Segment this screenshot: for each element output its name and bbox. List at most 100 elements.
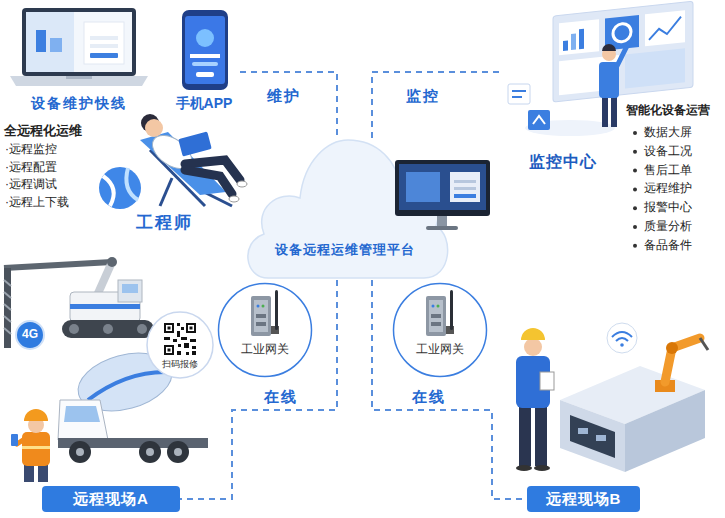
gateway-circle: 工业网关 <box>217 282 313 378</box>
machine-illustration <box>570 415 615 458</box>
laptop-illustration <box>90 36 118 40</box>
list-bullet <box>633 244 637 248</box>
engineer-illustration <box>237 181 247 187</box>
qr-code-symbol <box>177 331 180 337</box>
drill-rig-illustration <box>137 324 147 334</box>
dashboard-illustration <box>508 84 530 104</box>
qr-code-symbol <box>164 345 174 355</box>
badge-4g <box>16 321 44 349</box>
mixer-truck-illustration <box>139 441 161 463</box>
node-label: 设备维护快线 <box>31 95 127 113</box>
mixer-truck-illustration <box>174 448 182 456</box>
gateway-device-icon <box>251 296 271 336</box>
dashboard-illustration <box>563 40 568 51</box>
engineer-illustration <box>178 131 212 156</box>
monitor-illustration <box>426 226 458 230</box>
node-label: 远程现场B <box>546 486 622 512</box>
list-bullet <box>633 131 637 135</box>
gateway-shape <box>392 282 488 378</box>
monitor-illustration <box>454 180 476 183</box>
machine-illustration <box>665 338 700 382</box>
badge-4g <box>16 321 44 349</box>
laptop-illustration <box>66 76 92 79</box>
gateway-shape <box>394 284 487 377</box>
worker-b-illustration <box>521 328 545 340</box>
machine-illustration <box>700 338 708 350</box>
role-label: 工程师 <box>136 212 193 234</box>
list-text: ·远程监控 <box>5 142 57 158</box>
qr-code-symbol <box>166 325 172 331</box>
gateway-device-icon <box>431 314 441 318</box>
qr-code-symbol <box>177 323 180 326</box>
phone-illustration <box>196 29 214 47</box>
dashboard-illustration <box>533 116 545 124</box>
list-text: 设备工况 <box>644 144 692 160</box>
list-bullet <box>633 206 637 210</box>
laptop-illustration <box>36 30 46 52</box>
qr-code-symbol <box>186 352 189 355</box>
list-text: 远程维护 <box>644 181 692 197</box>
qr-code-symbol <box>166 347 172 353</box>
engineer-illustration <box>126 168 138 200</box>
qr-code-symbol <box>181 327 184 330</box>
monitor-illustration <box>406 172 440 202</box>
qr-code-symbol <box>192 351 196 355</box>
mixer-truck-illustration <box>64 406 100 422</box>
qr-code-symbol <box>178 344 181 347</box>
mixer-truck-illustration <box>58 400 108 440</box>
list-text: ·远程上下载 <box>5 195 69 211</box>
worker-b-illustration <box>534 465 550 471</box>
drill-rig-illustration <box>62 320 154 338</box>
dashboard-illustration <box>649 17 681 40</box>
qr-code-symbol <box>192 346 196 349</box>
qr-shape <box>147 312 213 378</box>
laptop-illustration <box>22 8 136 76</box>
node-label: 工业网关 <box>241 342 289 357</box>
qr-code-symbol <box>164 337 170 340</box>
drill-rig-illustration <box>118 280 142 302</box>
laptop-illustration <box>26 12 132 72</box>
gateway-device-icon <box>432 305 435 308</box>
laptop-illustration <box>90 44 118 48</box>
engineer-illustration <box>145 119 163 137</box>
engineer-illustration <box>99 167 141 209</box>
laptop-illustration <box>50 38 62 52</box>
worker-a-illustration <box>22 432 50 466</box>
drill-rig-illustration <box>103 324 113 334</box>
list-text: ·远程配置 <box>5 160 57 176</box>
dashboard-illustration <box>553 1 693 102</box>
machine-illustration <box>596 435 606 441</box>
qr-circle: 扫码报修 <box>146 311 214 379</box>
worker-a-illustration <box>11 409 50 482</box>
node-label: 远程现场A <box>73 486 149 512</box>
wifi-icon <box>607 323 637 353</box>
mixer-truck-illustration <box>69 441 91 463</box>
qr-code-symbol <box>173 339 177 342</box>
mixer-truck-illustration <box>76 448 84 456</box>
phone-illustration <box>182 10 228 90</box>
worker-a-illustration <box>24 409 48 421</box>
gateway-device-icon <box>275 290 278 330</box>
node-label: 手机APP <box>176 95 233 113</box>
worker-b-illustration <box>524 338 542 356</box>
drill-rig-illustration <box>122 284 138 293</box>
wifi-icon <box>616 338 628 341</box>
dashboard-illustration <box>613 23 631 43</box>
mixer-truck-illustration <box>58 343 208 463</box>
edge-label: 在线 <box>262 387 300 407</box>
gateway-shape <box>217 282 313 378</box>
worker-b-illustration <box>535 406 547 466</box>
cloud-shape <box>240 138 450 280</box>
drill-rig-illustration <box>69 324 79 334</box>
wifi-icon <box>620 343 624 347</box>
gateway-circle: 工业网关 <box>392 282 488 378</box>
qr-code-symbol <box>188 325 194 331</box>
machine-illustration <box>625 390 705 472</box>
dashed-connector <box>372 280 527 499</box>
dashboard-illustration <box>602 44 616 51</box>
list-bullet <box>633 131 637 248</box>
dashboard-illustration <box>602 95 608 127</box>
node-label: 设备远程运维管理平台 <box>275 242 415 258</box>
dashed-connector <box>180 280 337 499</box>
